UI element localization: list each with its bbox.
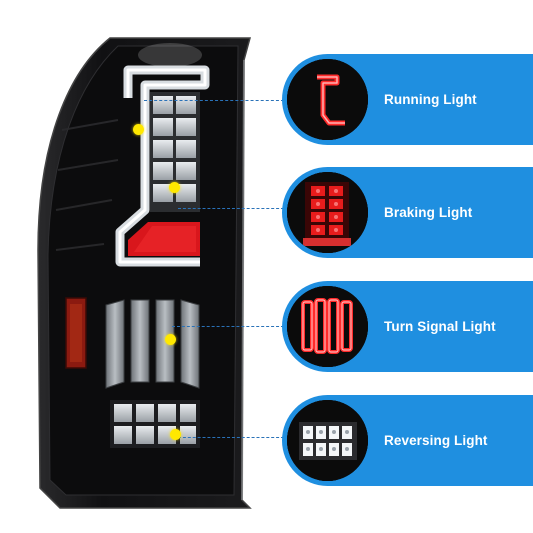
reversing-light-label: Reversing Light <box>384 433 488 448</box>
leader-line-braking <box>178 208 284 209</box>
marker-dot-turn <box>165 334 176 345</box>
marker-dot-braking <box>169 182 180 193</box>
running-light-icon <box>287 59 368 140</box>
reversing-light-icon <box>287 400 368 481</box>
leader-line-turn <box>172 326 284 327</box>
feature-turn-signal-light: Turn Signal Light <box>282 281 533 372</box>
turn-signal-light-label: Turn Signal Light <box>384 319 496 334</box>
leader-line-running <box>144 100 284 101</box>
feature-reversing-light: Reversing Light <box>282 395 533 486</box>
braking-light-icon <box>287 172 368 253</box>
marker-dot-reversing <box>170 429 181 440</box>
leader-line-reversing <box>178 437 284 438</box>
feature-running-light: Running Light <box>282 54 533 145</box>
marker-dot-running <box>133 124 144 135</box>
braking-light-label: Braking Light <box>384 205 473 220</box>
turn-signal-icon <box>287 286 368 367</box>
running-light-label: Running Light <box>384 92 477 107</box>
feature-braking-light: Braking Light <box>282 167 533 258</box>
